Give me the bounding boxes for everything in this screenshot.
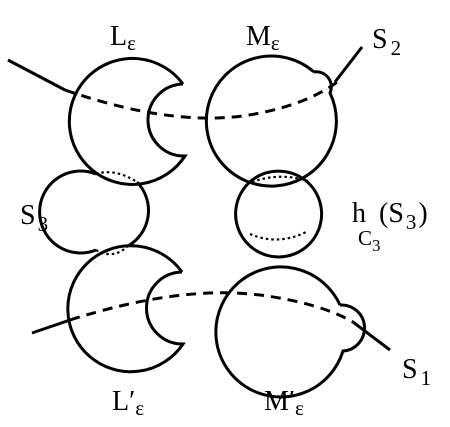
label-S3: S3 <box>20 200 48 236</box>
curve-S2-right <box>333 46 364 83</box>
svg-text:S3: S3 <box>20 200 48 236</box>
svg-text:C3: C3 <box>358 226 381 255</box>
svg-text:Mε: Mε <box>246 21 280 55</box>
curve-S1-right <box>352 320 391 352</box>
curve-S1-dashed <box>69 291 354 324</box>
svg-text:S2: S2 <box>372 24 401 60</box>
svg-text:S1: S1 <box>402 354 431 390</box>
hS3-dotted-bottom <box>249 231 307 241</box>
svg-text:h: h <box>352 198 366 229</box>
hS3-dotted-top <box>251 175 309 184</box>
svg-text:(S3): (S3) <box>379 198 428 234</box>
svg-text:M′ε: M′ε <box>264 386 304 420</box>
sphere-S3 <box>38 169 97 255</box>
S3-dotted-bottom <box>95 245 129 256</box>
svg-text:L′ε: L′ε <box>112 386 144 420</box>
sphere-S3-right-arc <box>127 180 151 248</box>
svg-text:Lε: Lε <box>110 21 136 55</box>
S3-dotted-top <box>95 171 138 183</box>
sphere-M-bottom <box>214 265 367 399</box>
label-L-prime-epsilon: L′ε <box>112 386 144 420</box>
label-M-epsilon: Mε <box>246 21 280 55</box>
sphere-hC3-S3 <box>234 169 324 259</box>
sphere-M-top <box>204 54 338 188</box>
label-M-prime-epsilon: M′ε <box>264 386 304 420</box>
curve-S1-left <box>31 318 71 335</box>
label-hC3-S3: h C3 (S3) <box>352 198 428 255</box>
sphere-L-top <box>67 56 188 186</box>
curve-S2-left <box>7 58 66 92</box>
sphere-L-bottom <box>66 244 186 374</box>
curve-S2-dashed <box>64 78 341 120</box>
label-L-epsilon: Lε <box>110 21 136 55</box>
